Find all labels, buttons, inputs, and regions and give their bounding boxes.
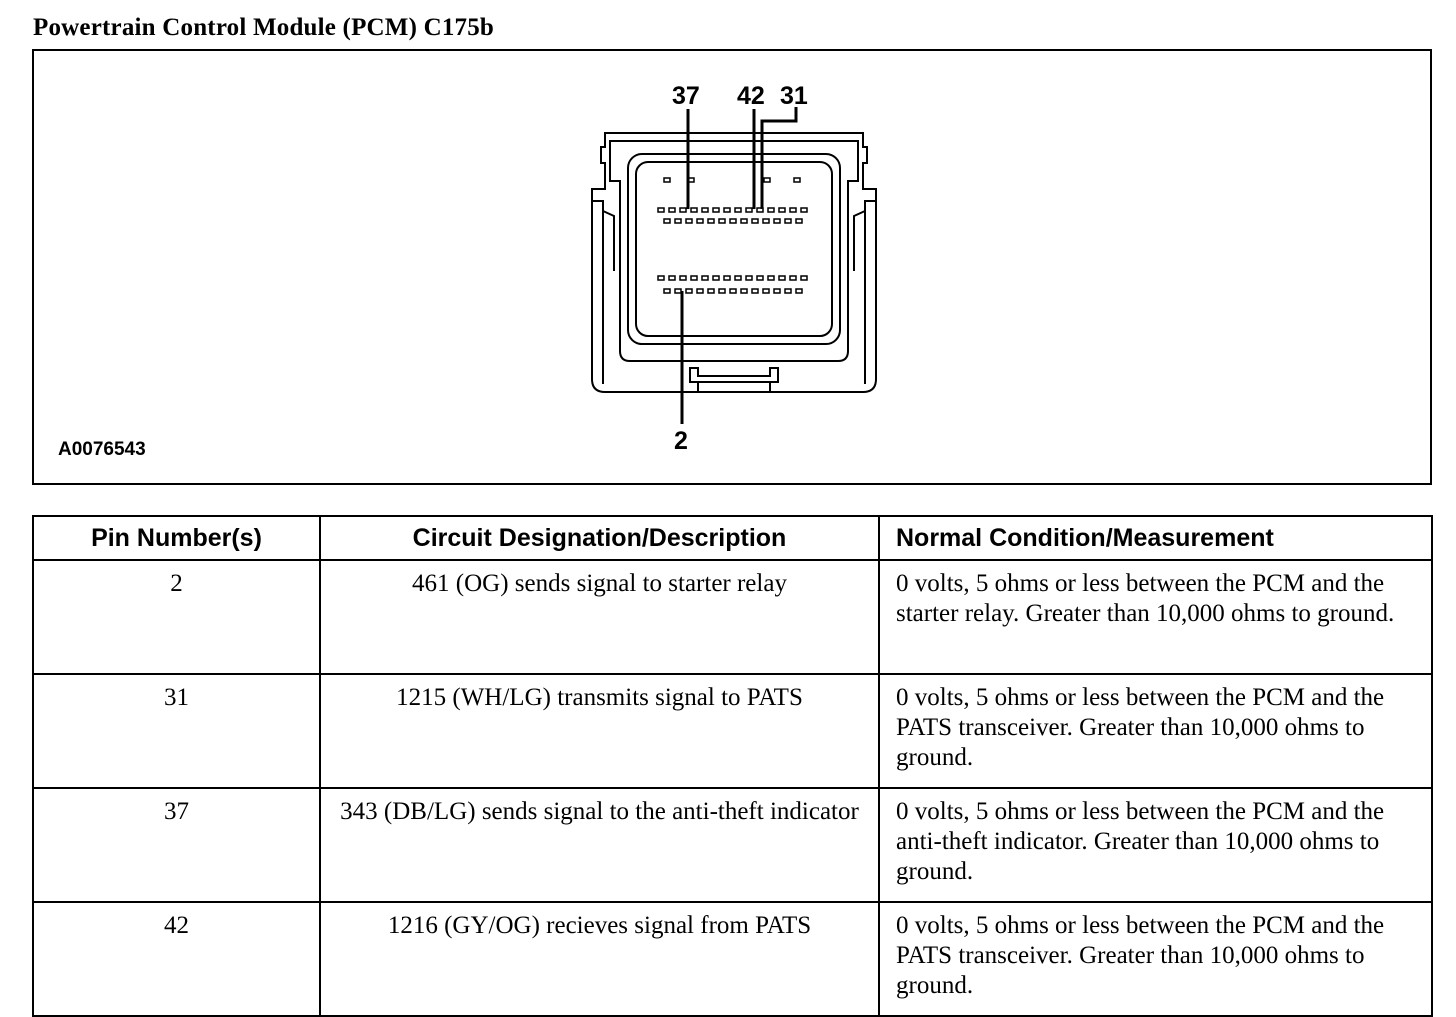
connector-key-notch [689,367,779,383]
callout-label-42: 42 [737,82,765,110]
pin-number-cell: 42 [32,901,321,1017]
pin-number-cell: 2 [32,559,321,675]
pin-cavity [767,207,775,213]
pin-cavity [685,218,693,224]
pin-cavity [701,275,709,281]
measurement-cell: 0 volts, 5 ohms or less between the PCM … [878,901,1433,1017]
pin-cavity [668,207,676,213]
connector-diagram: 37 42 31 2 A0076543 [32,49,1432,485]
pin-cavity [712,275,720,281]
pin-cavity [740,218,748,224]
pin-cavity [690,275,698,281]
page-title: Powertrain Control Module (PCM) C175b [33,14,495,41]
pin-cavity [784,218,792,224]
pin-cavity [773,288,781,294]
connector-pins [657,177,808,294]
pin-cavity [679,275,687,281]
pin-cavity [663,177,671,183]
pin-cavity [718,288,726,294]
pin-cavity [701,207,709,213]
pin-cavity [657,207,665,213]
pin-cavity [762,288,770,294]
pin-cavity [778,207,786,213]
description-cell: 461 (OG) sends signal to starter relay [319,559,880,675]
description-cell: 343 (DB/LG) sends signal to the anti-the… [319,787,880,903]
connector-drawing [591,107,877,424]
callout-label-31: 31 [780,82,808,110]
pin-table: Pin Number(s) Circuit Designation/Descri… [32,515,1433,1017]
pin-cavity [789,207,797,213]
pin-cavity [795,288,803,294]
measurement-cell: 0 volts, 5 ohms or less between the PCM … [878,787,1433,903]
measurement-cell: 0 volts, 5 ohms or less between the PCM … [878,559,1433,675]
table-row: 2 461 (OG) sends signal to starter relay… [32,559,1433,675]
description-cell: 1216 (GY/OG) recieves signal from PATS [319,901,880,1017]
table-row: 31 1215 (WH/LG) transmits signal to PATS… [32,673,1433,789]
pin-cavity [663,218,671,224]
pin-cavity [793,177,801,183]
connector-outer-housing [591,132,877,393]
table-header-row: Pin Number(s) Circuit Designation/Descri… [32,515,1433,561]
pin-cavity [707,218,715,224]
column-header-measurement: Normal Condition/Measurement [878,515,1433,561]
pin-cavity [745,207,753,213]
pin-cavity [734,207,742,213]
pin-cavity [767,275,775,281]
description-cell: 1215 (WH/LG) transmits signal to PATS [319,673,880,789]
pin-cavity [674,288,682,294]
pin-cavity [789,275,797,281]
pin-cavity [762,218,770,224]
pin-cavity [756,275,764,281]
pin-cavity [745,275,753,281]
pin-cavity [668,275,676,281]
figure-id: A0076543 [58,439,146,460]
pin-cavity [784,288,792,294]
column-header-description: Circuit Designation/Description [319,515,880,561]
pin-cavity [756,207,764,213]
pin-cavity [751,218,759,224]
pin-cavity [674,218,682,224]
right-lock-clip [864,200,876,384]
callout-leader-31 [760,107,798,209]
pin-cavity [763,177,771,183]
pin-cavity [696,288,704,294]
pin-cavity [690,207,698,213]
pin-cavity [723,275,731,281]
pin-cavity [751,288,759,294]
connector-mid-housing [609,140,859,362]
pin-cavity [729,288,737,294]
pin-cavity [740,288,748,294]
measurement-cell: 0 volts, 5 ohms or less between the PCM … [878,673,1433,789]
callout-label-2: 2 [674,427,688,455]
pin-cavity [778,275,786,281]
callout-label-37: 37 [672,82,700,110]
column-header-pin: Pin Number(s) [32,515,321,561]
left-lock-clip [592,200,604,384]
pin-cavity [723,207,731,213]
pin-number-cell: 31 [32,673,321,789]
pin-number-cell: 37 [32,787,321,903]
pin-cavity [729,218,737,224]
pin-cavity [657,275,665,281]
pin-cavity [707,288,715,294]
pin-cavity [712,207,720,213]
pin-cavity [663,288,671,294]
connector-inner-cavity [627,153,841,345]
pin-cavity [795,218,803,224]
table-row: 37 343 (DB/LG) sends signal to the anti-… [32,787,1433,903]
pin-cavity [800,207,808,213]
table-row: 42 1216 (GY/OG) recieves signal from PAT… [32,901,1433,1017]
pin-cavity [718,218,726,224]
pin-cavity [696,218,704,224]
pin-cavity [679,207,687,213]
pin-cavity [734,275,742,281]
pin-cavity [800,275,808,281]
pin-cavity [773,218,781,224]
pin-cavity [685,288,693,294]
